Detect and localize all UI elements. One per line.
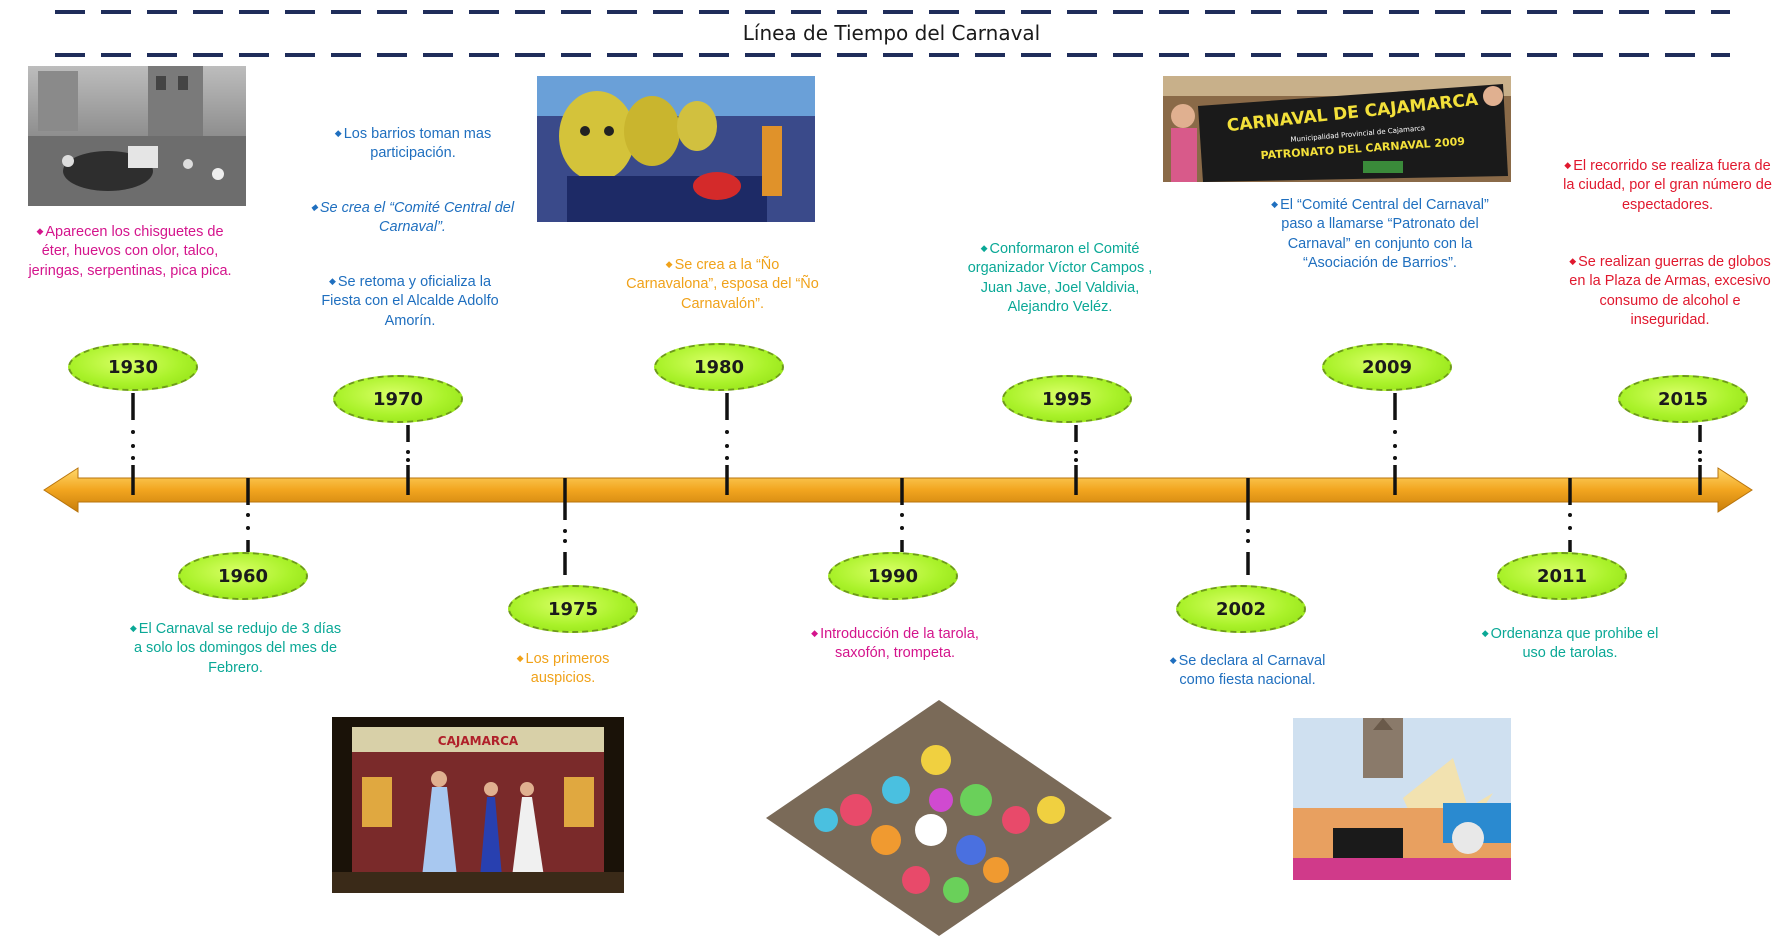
note-1995-text: Conformaron el Comité organizador Víctor… [967, 241, 1153, 315]
note-1995: ◆Conformaron el Comité organizador Vícto… [967, 241, 1153, 315]
note-1990-text: Introducción de la tarola, saxofón, trom… [820, 626, 979, 662]
note-2015-a-text: El recorrido se realiza fuera de la ciud… [1563, 158, 1772, 213]
note-2015-a: ◆El recorrido se realiza fuera de la ciu… [1563, 158, 1772, 213]
note-1970-a: ◆Los barrios toman mas participación. [334, 126, 492, 162]
timeline-arrow [43, 467, 1753, 513]
photo-2009-banner: CARNAVAL DE CAJAMARCA Municipalidad Prov… [1163, 76, 1511, 182]
year-bubble-2011: 2011 [1497, 552, 1627, 600]
note-1960: ◆El Carnaval se redujo de 3 días a solo … [129, 621, 342, 676]
note-1975: ◆Los primeros auspicios. [516, 651, 610, 687]
year-bubble-2002: 2002 [1176, 585, 1306, 633]
note-1970-b-text: Se crea el “Comité Central del Carnaval”… [319, 200, 515, 236]
note-1980-text: Se crea a la “Ño Carnavalona”, esposa de… [626, 257, 819, 312]
bottom-dashed-rule [55, 53, 1730, 57]
note-1980: ◆Se crea a la “Ño Carnavalona”, esposa d… [626, 257, 819, 312]
note-2002: ◆Se declara al Carnaval como fiesta naci… [1169, 653, 1326, 689]
note-2011-text: Ordenanza que prohibe el uso de tarolas. [1490, 626, 1659, 662]
note-1970-c-text: Se retoma y oficializa la Fiesta con el … [321, 274, 499, 329]
year-bubble-1980: 1980 [654, 343, 784, 391]
photo-1990-dancers [766, 700, 1112, 936]
year-bubble-2009: 2009 [1322, 343, 1452, 391]
photo-1980-masks [537, 76, 815, 222]
year-bubble-1975: 1975 [508, 585, 638, 633]
note-2015-b: ◆Se realizan guerras de globos en la Pla… [1569, 254, 1771, 328]
note-1930: ◆Aparecen los chisguetes de éter, huevos… [28, 224, 232, 279]
note-2009: ◆El “Comité Central del Carnaval” paso a… [1271, 197, 1489, 271]
year-bubble-1930: 1930 [68, 343, 198, 391]
year-bubble-1970: 1970 [333, 375, 463, 423]
year-bubble-2015: 2015 [1618, 375, 1748, 423]
note-1975-text: Los primeros auspicios. [525, 651, 610, 687]
year-bubble-1995: 1995 [1002, 375, 1132, 423]
top-dashed-rule [55, 10, 1730, 14]
photo-1975-stage-models: CAJAMARCA [332, 717, 624, 893]
page-title: Línea de Tiempo del Carnaval [742, 21, 1041, 45]
photo-2002-float [1293, 718, 1511, 880]
note-2002-text: Se declara al Carnaval como fiesta nacio… [1178, 653, 1326, 689]
stage-sign: CAJAMARCA [438, 734, 519, 748]
year-bubble-1990: 1990 [828, 552, 958, 600]
note-1930-text: Aparecen los chisguetes de éter, huevos … [28, 224, 232, 279]
note-2015-b-text: Se realizan guerras de globos en la Plaz… [1569, 254, 1771, 328]
note-2011: ◆Ordenanza que prohibe el uso de tarolas… [1481, 626, 1659, 662]
photo-1930-vintage-parade [28, 66, 246, 206]
note-1990: ◆Introducción de la tarola, saxofón, tro… [811, 626, 979, 662]
year-bubble-1960: 1960 [178, 552, 308, 600]
note-2009-text: El “Comité Central del Carnaval” paso a … [1280, 197, 1489, 271]
note-1960-text: El Carnaval se redujo de 3 días a solo l… [133, 621, 342, 676]
note-1970-b: ◆Se crea el “Comité Central del Carnaval… [310, 200, 515, 236]
note-1970-c: ◆Se retoma y oficializa la Fiesta con el… [321, 274, 499, 329]
note-1970-a-text: Los barrios toman mas participación. [343, 126, 492, 162]
